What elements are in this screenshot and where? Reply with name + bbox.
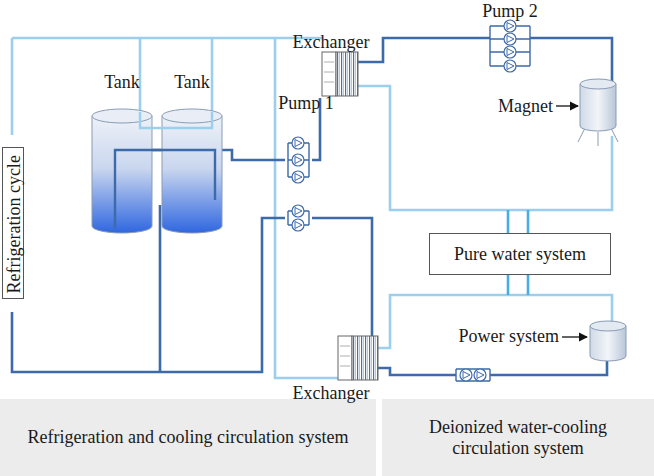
pump-label: Pump 1 — [278, 93, 334, 114]
magnet-label: Magnet — [498, 96, 553, 117]
node-label: Pure water system — [454, 244, 586, 265]
tank-label: Tank — [174, 72, 210, 93]
cycle-box: Refrigeration cycle — [2, 147, 24, 299]
section-title: Refrigeration and cooling circulation sy… — [28, 427, 349, 448]
tank-label: Tank — [104, 72, 140, 93]
system-box: Pure water system — [429, 233, 611, 275]
section-band: Refrigeration and cooling circulation sy… — [0, 399, 376, 476]
section-band: Deionized water-cooling circulation syst… — [382, 399, 654, 476]
exchanger-label: Exchanger — [293, 32, 370, 53]
pump-label: Pump 2 — [482, 1, 538, 22]
section-title: Deionized water-cooling circulation syst… — [398, 417, 638, 458]
exchanger-label: Exchanger — [293, 383, 370, 404]
node-label: Refrigeration cycle — [4, 155, 25, 293]
power-label: Power system — [459, 326, 560, 347]
